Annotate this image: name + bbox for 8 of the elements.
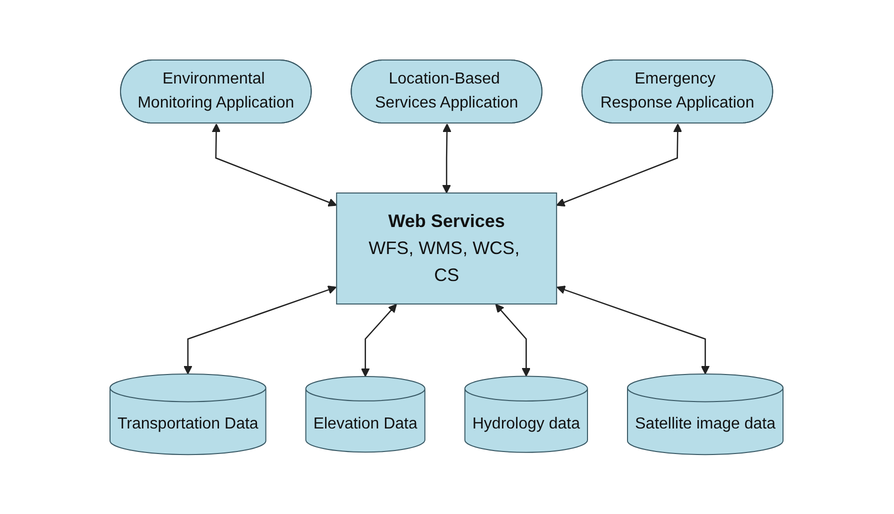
- arrow: [212, 123, 338, 206]
- arrow: [361, 304, 398, 377]
- arrow: [442, 123, 452, 194]
- arrow: [184, 285, 338, 374]
- arrow: [556, 123, 683, 206]
- arrow: [557, 285, 710, 374]
- node-box: Web Services WFS, WMS, WCS, CS: [336, 192, 558, 304]
- arrow: [496, 304, 532, 376]
